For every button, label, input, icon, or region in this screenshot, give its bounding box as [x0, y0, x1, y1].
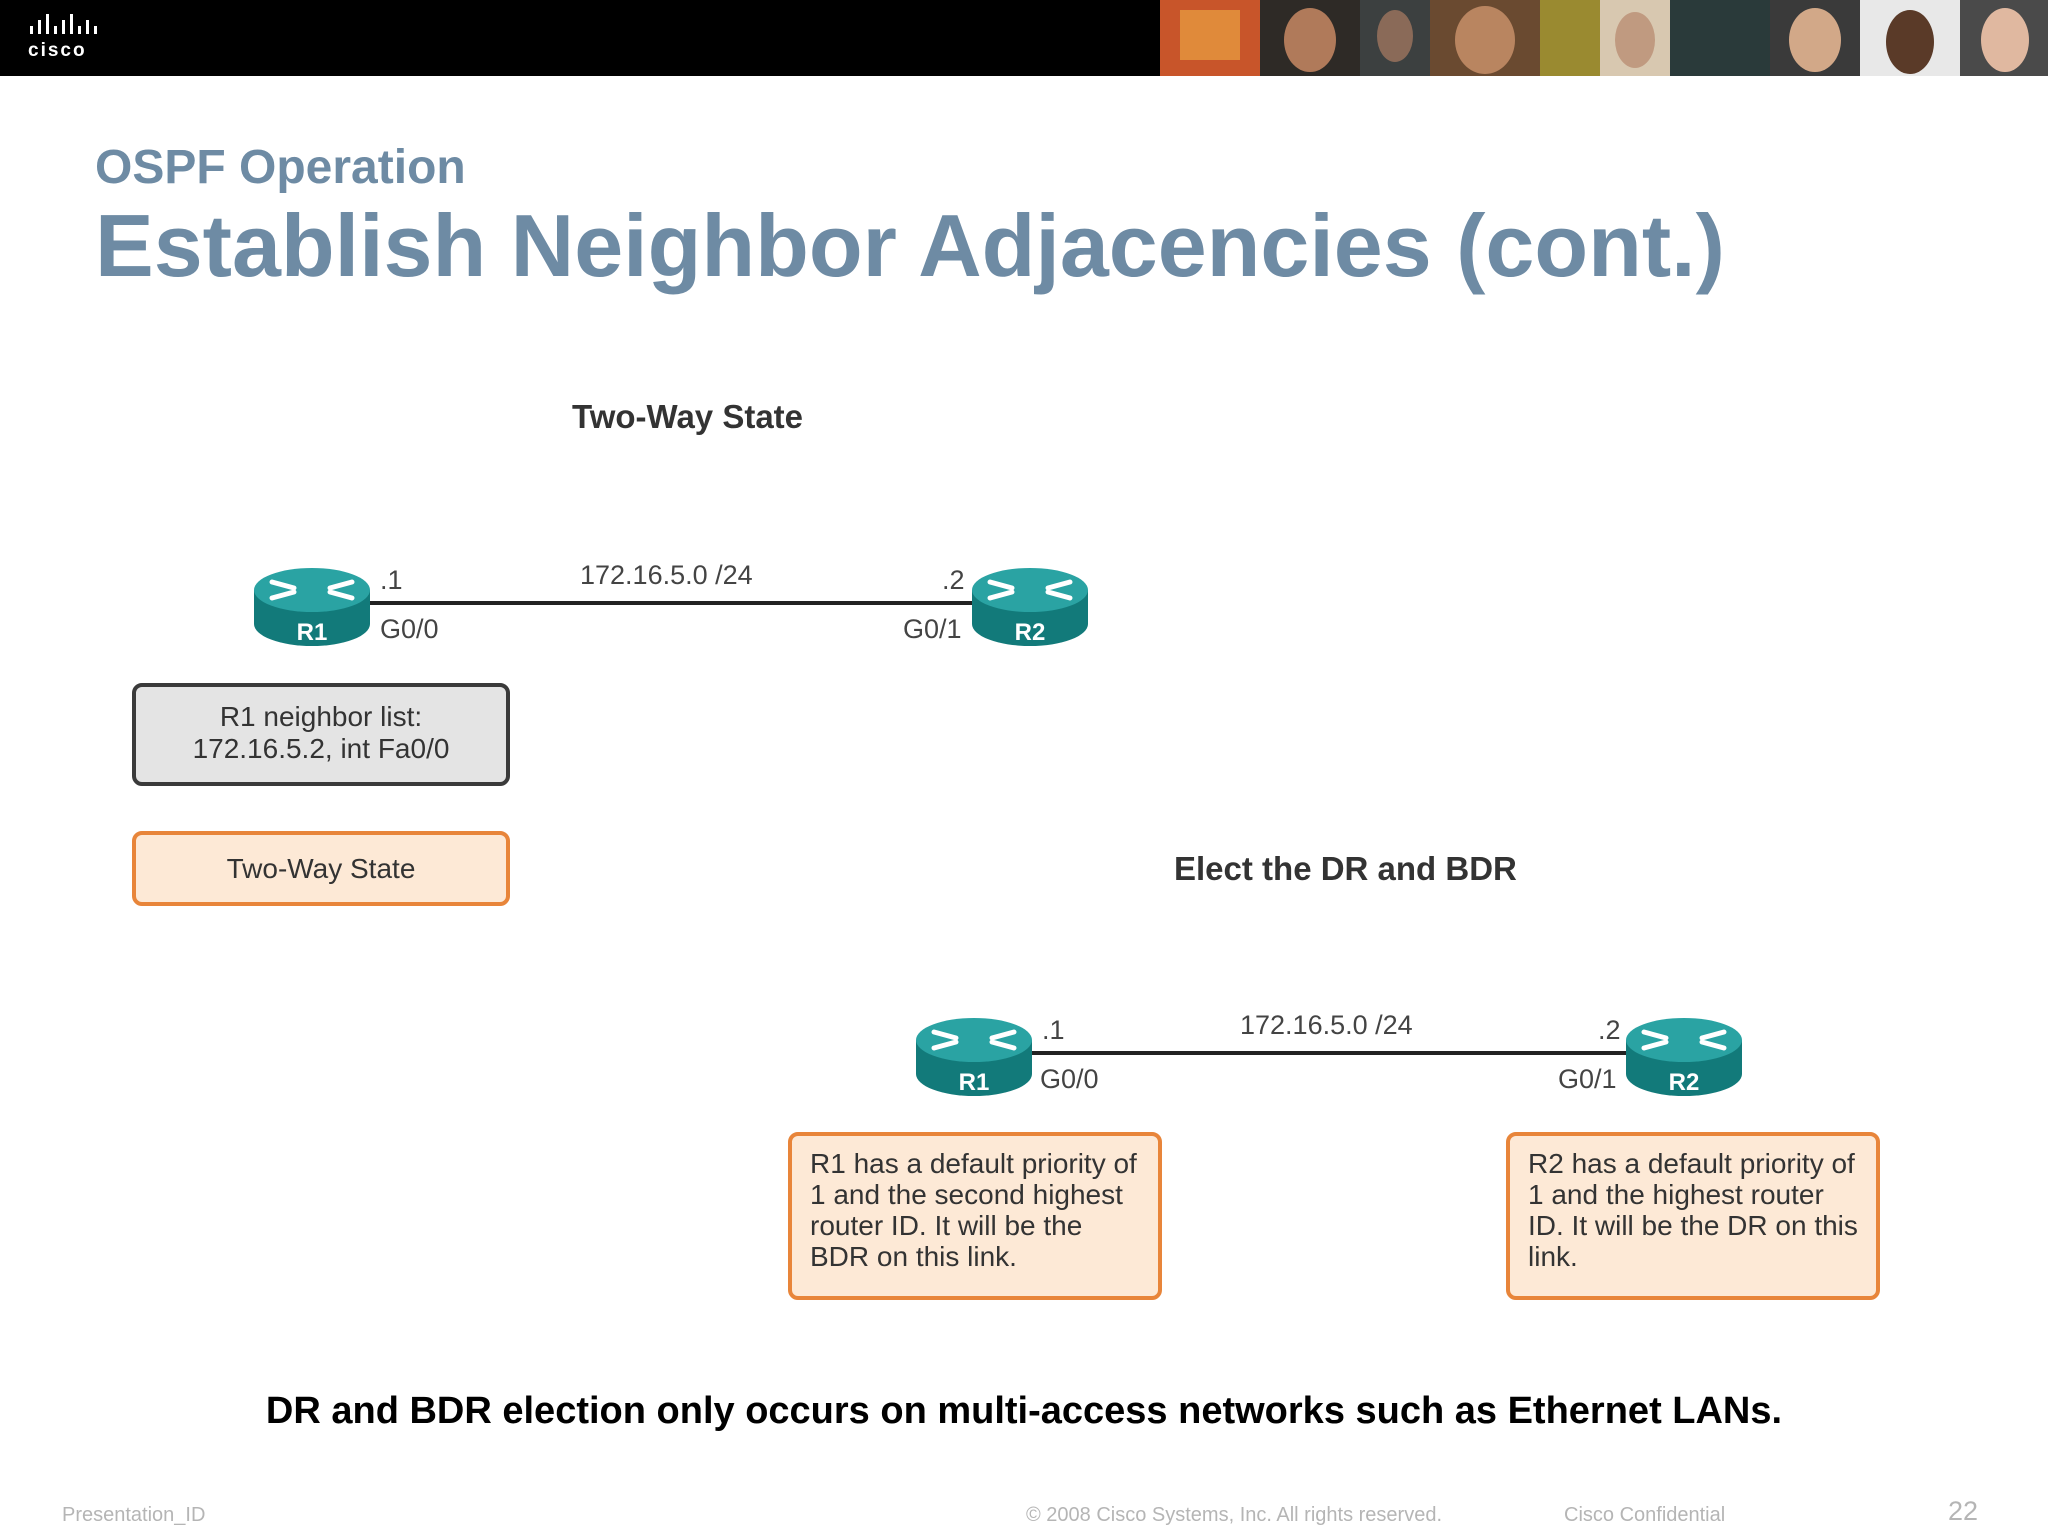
cisco-logo: cisco — [28, 12, 118, 64]
neighbor-list-line2: 172.16.5.2, int Fa0/0 — [192, 733, 450, 764]
router-r2-two-way[interactable]: R2 — [968, 562, 1092, 652]
cisco-bars-icon — [30, 14, 97, 34]
r2-dr-note: R2 has a default priority of 1 and the h… — [1506, 1132, 1880, 1300]
router-r1-elect[interactable]: R1 — [912, 1012, 1036, 1102]
elect-r2-host: .2 — [1598, 1015, 1621, 1045]
router-icon: R1 — [254, 568, 370, 646]
router-r2-elect[interactable]: R2 — [1622, 1012, 1746, 1102]
router-r1-label: R1 — [959, 1069, 990, 1096]
header-bar: cisco — [0, 0, 2048, 76]
page-number: 22 — [1948, 1496, 1979, 1526]
elect-network-label: 172.16.5.0 /24 — [1240, 1010, 1413, 1040]
two-way-r2-host: .2 — [942, 565, 965, 595]
elect-title: Elect the DR and BDR — [1174, 850, 1517, 887]
router-r2-label: R2 — [1015, 619, 1046, 646]
router-icon: R2 — [972, 568, 1088, 646]
slide-kicker: OSPF Operation — [95, 141, 466, 194]
header-photo-strip — [1160, 0, 2048, 76]
r1-neighbor-list-box: R1 neighbor list: 172.16.5.2, int Fa0/0 — [132, 683, 510, 786]
slide-title: Establish Neighbor Adjacencies (cont.) — [95, 196, 1725, 295]
neighbor-list-line1: R1 neighbor list: — [219, 701, 423, 732]
r1-bdr-note: R1 has a default priority of 1 and the s… — [788, 1132, 1162, 1300]
router-r1-two-way[interactable]: R1 — [250, 562, 374, 652]
router-r1-label: R1 — [297, 619, 328, 646]
two-way-r1-host: .1 — [380, 565, 403, 595]
two-way-state-box: Two-Way State — [132, 831, 510, 906]
two-way-r1-interface: G0/0 — [380, 614, 439, 644]
elect-r2-interface: G0/1 — [1558, 1064, 1617, 1094]
footer-confidential: Cisco Confidential — [1564, 1504, 1726, 1526]
elect-r1-interface: G0/0 — [1040, 1064, 1099, 1094]
two-way-network-label: 172.16.5.0 /24 — [580, 560, 753, 590]
footer-presentation-id: Presentation_ID — [62, 1504, 206, 1526]
two-way-r2-interface: G0/1 — [903, 614, 962, 644]
router-r2-label: R2 — [1669, 1069, 1700, 1096]
router-icon: R2 — [1626, 1018, 1742, 1096]
footer-copyright: © 2008 Cisco Systems, Inc. All rights re… — [1026, 1504, 1443, 1526]
two-way-title: Two-Way State — [572, 398, 804, 435]
cisco-wordmark: cisco — [28, 40, 87, 61]
router-icon: R1 — [916, 1018, 1032, 1096]
slide-tagline: DR and BDR election only occurs on multi… — [265, 1390, 1783, 1432]
elect-r1-host: .1 — [1042, 1015, 1065, 1045]
